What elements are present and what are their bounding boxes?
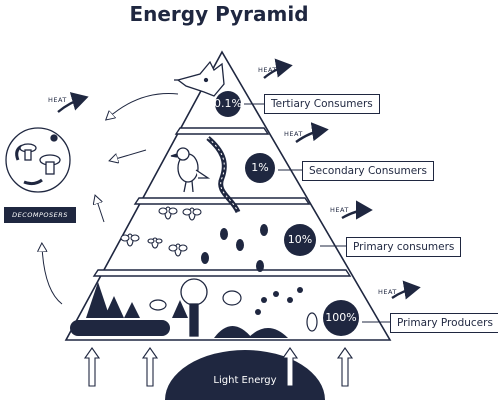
heat-arrow-secondary	[295, 122, 329, 143]
bushes-illustration	[214, 287, 303, 338]
bird-illustration	[170, 147, 211, 193]
heat-arrow-producers	[391, 280, 421, 300]
label-secondary-consumers: Secondary Consumers	[302, 161, 434, 181]
return-arrow-tertiary	[108, 93, 179, 119]
return-arrow-secondary	[112, 149, 147, 160]
light-rays	[83, 347, 354, 387]
tier-dividers	[92, 127, 352, 277]
heat-label-decomposers: HEAT	[48, 96, 67, 104]
heat-label-secondary: HEAT	[284, 130, 303, 138]
light-energy-label: Light Energy	[213, 375, 277, 386]
percent-primary: 10%	[287, 233, 313, 246]
heat-arrow-tertiary	[263, 58, 293, 79]
heat-arrow-primary	[341, 200, 373, 220]
insects-illustration	[120, 206, 202, 257]
heat-label-tertiary: HEAT	[258, 66, 277, 74]
leaf-illustration	[149, 290, 318, 332]
return-arrow-producers	[42, 246, 63, 305]
percent-circle-secondary	[245, 153, 275, 183]
heat-label-producers: HEAT	[378, 288, 397, 296]
percent-producers: 100%	[325, 311, 357, 324]
sun-illustration	[165, 350, 325, 400]
return-arrow-primary	[96, 198, 105, 223]
percent-secondary: 1%	[251, 161, 269, 174]
fox-illustration	[174, 60, 225, 97]
trees-illustration	[70, 282, 188, 336]
label-primary-producers: Primary Producers	[390, 313, 498, 333]
percent-circle-primary	[284, 224, 316, 256]
percent-circle-tertiary	[215, 91, 241, 117]
percent-tertiary: 0.1%	[214, 97, 242, 110]
heat-label-primary: HEAT	[330, 206, 349, 214]
deciduous-tree-illustration	[180, 278, 208, 337]
heat-arrow-decomposers	[57, 92, 89, 113]
label-primary-consumers: Primary consumers	[346, 237, 462, 257]
beetles-illustration	[201, 224, 268, 272]
label-tertiary-consumers: Tertiary Consumers	[264, 94, 380, 114]
decomposers-illustration	[5, 127, 71, 193]
percent-circle-producers	[323, 300, 359, 336]
diagram-title: Energy Pyramid	[129, 2, 309, 26]
decomposers-label: DECOMPOSERS	[4, 207, 76, 223]
